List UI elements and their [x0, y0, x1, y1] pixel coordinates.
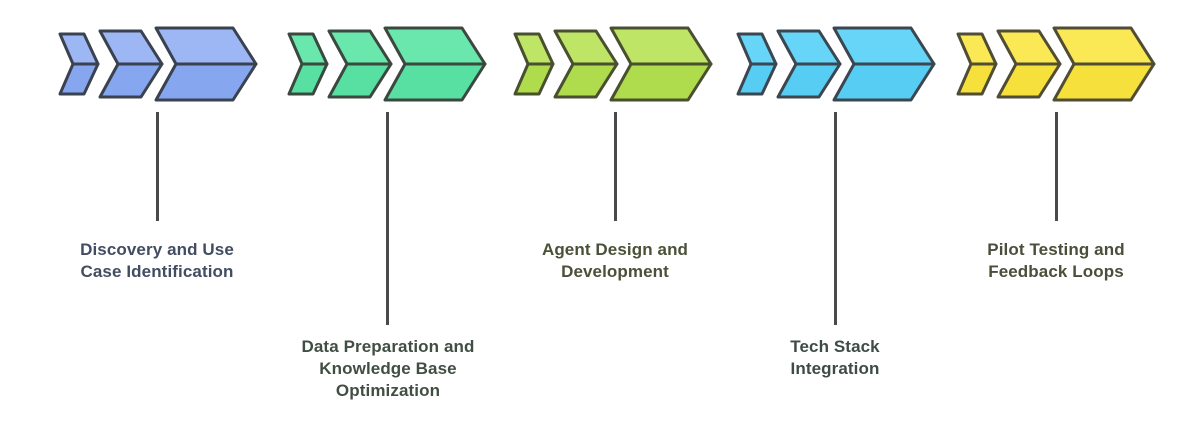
chevron-arrows-icon: [513, 26, 713, 102]
stage-label-pilot-testing: Pilot Testing and Feedback Loops: [987, 240, 1125, 281]
chevron-arrows-icon: [58, 26, 258, 102]
stage-label-discovery: Discovery and Use Case Identification: [80, 240, 234, 281]
connector-line: [834, 112, 837, 325]
stage-label-data-preparation: Data Preparation and Knowledge Base Opti…: [301, 337, 475, 400]
stage-label-agent-design: Agent Design and Development: [541, 240, 689, 281]
chevron-arrows-icon: [956, 26, 1156, 102]
connector-line: [156, 112, 159, 221]
stage-label-tech-stack: Tech Stack Integration: [790, 337, 880, 378]
connector-line: [614, 112, 617, 221]
connector-line: [1055, 112, 1058, 221]
connector-line: [386, 112, 389, 325]
chevron-arrows-icon: [736, 26, 936, 102]
chevron-arrows-icon: [287, 26, 487, 102]
